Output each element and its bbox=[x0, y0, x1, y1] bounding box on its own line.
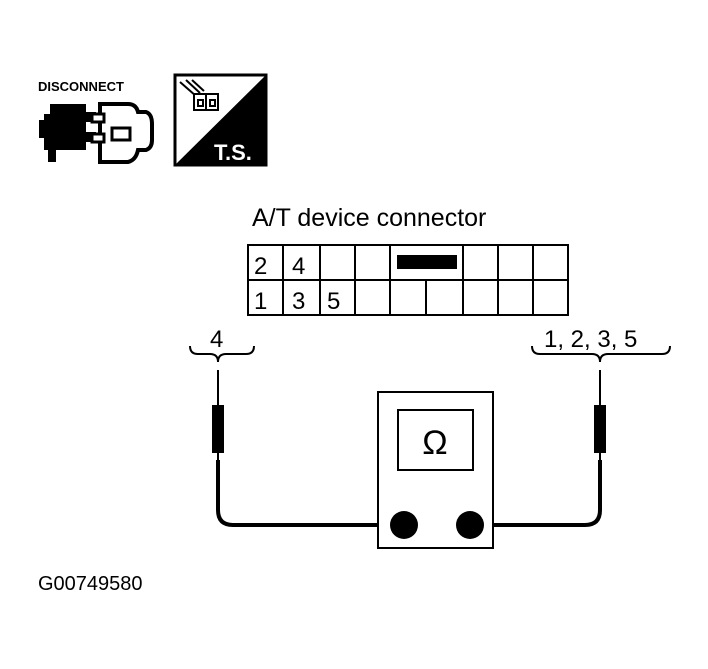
right-probe-bracket bbox=[531, 345, 671, 363]
right-probe-label: 1, 2, 3, 5 bbox=[544, 326, 637, 353]
connector-face bbox=[247, 244, 569, 316]
left-probe-label: 4 bbox=[210, 326, 223, 353]
ohm-symbol: Ω bbox=[422, 424, 447, 462]
terminal-5-label: 5 bbox=[327, 288, 340, 315]
ts-icon: T.S. bbox=[173, 73, 268, 167]
connector-title: A/T device connector bbox=[252, 204, 486, 232]
right-test-probe bbox=[480, 370, 606, 527]
terminal-4-label: 4 bbox=[292, 253, 305, 280]
terminal-3-label: 3 bbox=[292, 288, 305, 315]
terminal-2-label: 2 bbox=[254, 253, 267, 280]
ts-label: T.S. bbox=[214, 140, 252, 165]
meter-terminal-left bbox=[390, 511, 418, 539]
disconnect-icon: DISCONNECT bbox=[38, 79, 154, 164]
left-test-probe bbox=[212, 370, 390, 527]
disconnect-label: DISCONNECT bbox=[38, 79, 124, 94]
connector-lock-tab bbox=[397, 255, 457, 269]
ohmmeter: Ω bbox=[377, 391, 494, 549]
left-probe-bracket bbox=[189, 345, 255, 363]
terminal-1-label: 1 bbox=[254, 288, 267, 315]
meter-terminal-right bbox=[456, 511, 484, 539]
figure-id: G00749580 bbox=[38, 573, 143, 595]
meter-display bbox=[397, 409, 474, 471]
